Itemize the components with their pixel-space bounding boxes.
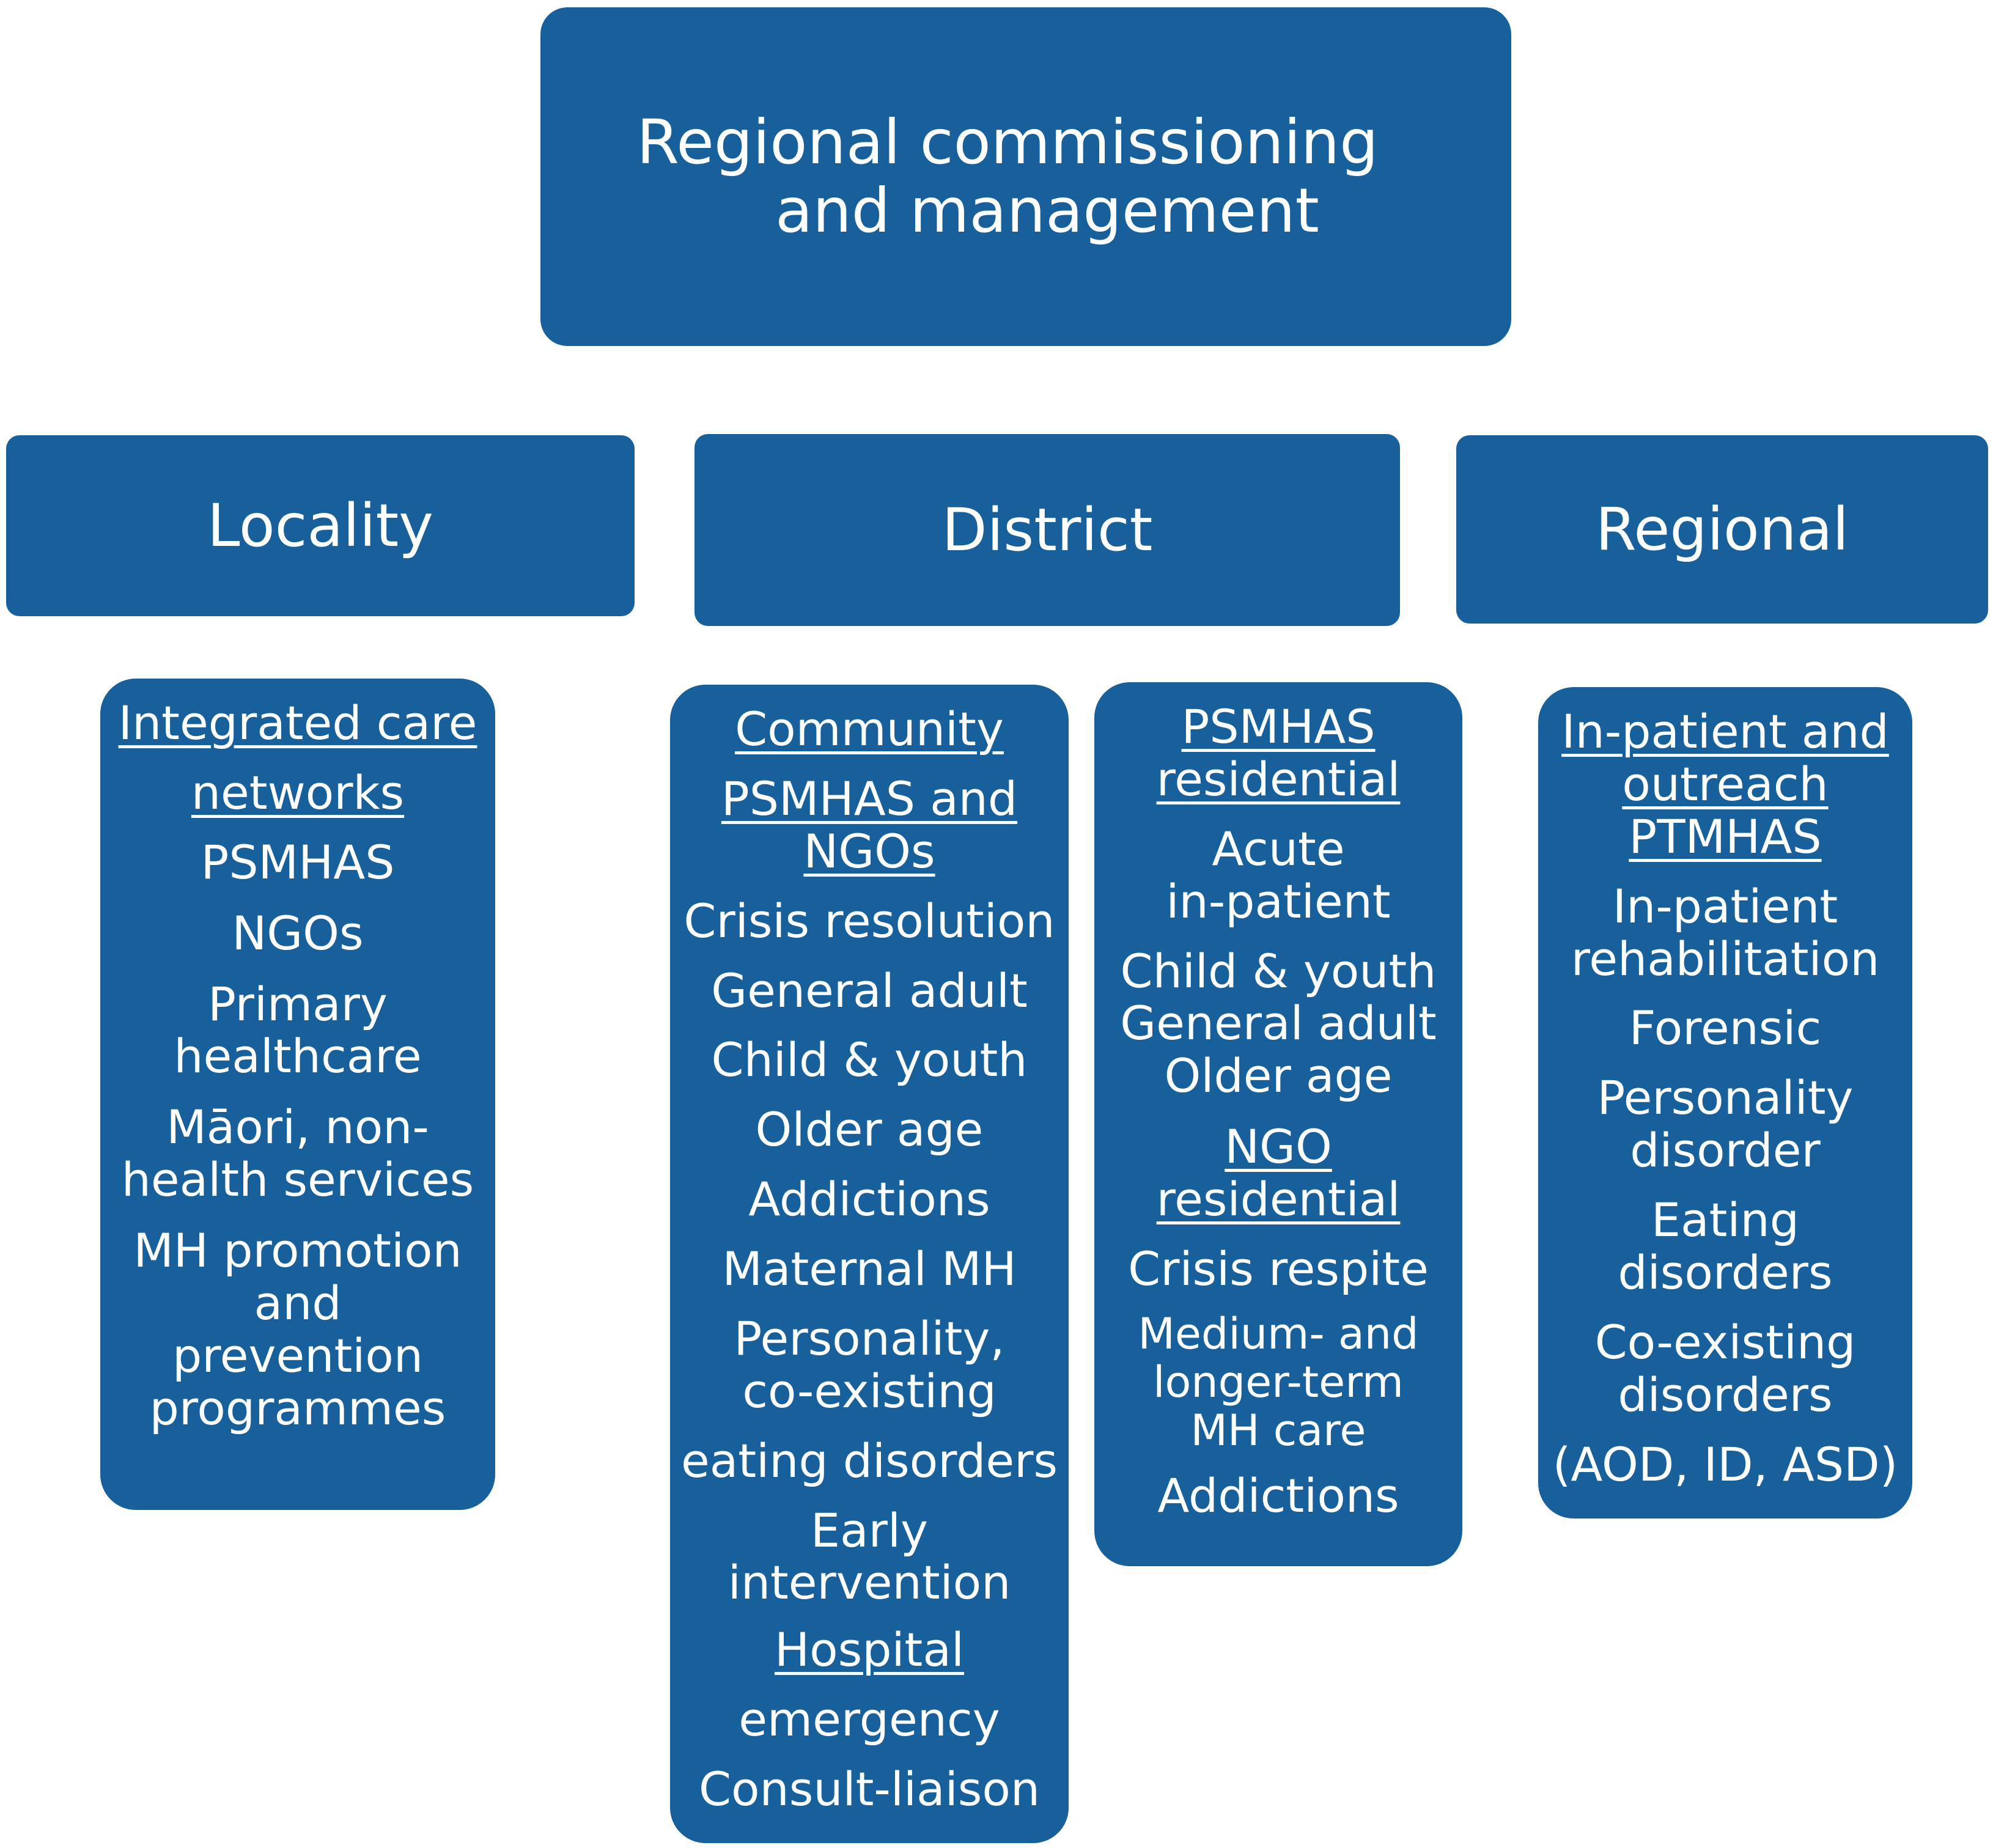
residential-heading-line2: residential [1156,751,1401,806]
regional-item: Forensic [1629,1001,1822,1056]
community-heading-line2: PSMHAS and [721,771,1018,826]
regional-item: Co-existing disorders [1594,1314,1856,1422]
regional-heading-line3: PTMHAS [1629,809,1822,864]
locality-item: NGOs [232,905,364,960]
tier-locality: Locality [6,435,635,616]
community-heading-line3: NGOs [803,823,935,878]
community-psmhas-box: Community PSMHAS and NGOs Crisis resolut… [670,685,1069,1843]
residential-heading-line1: PSMHAS [1181,699,1376,754]
locality-item: Primary healthcare [174,976,422,1084]
ngo-item: Crisis respite [1128,1241,1429,1296]
tier-regional: Regional [1456,435,1988,624]
regional-heading-line2: outreach [1622,756,1829,811]
locality-item: MH promotion and prevention programmes [133,1223,462,1435]
community-item: Addictions [748,1172,990,1227]
locality-item: PSMHAS [201,834,395,889]
integrated-care-networks-box: Integrated care networks PSMHAS NGOs Pri… [100,679,495,1510]
residential-item: Child & youth General adult Older age [1120,943,1437,1103]
community-heading-line1: Community [735,702,1004,756]
ngo-heading-line2: residential [1156,1172,1401,1226]
locality-item: Māori, non- health services [121,1100,474,1207]
hospital-heading: Hospital [774,1622,965,1677]
regional-heading-line1: In-patient and [1561,704,1889,759]
community-item: Personality, co-existing [734,1311,1005,1418]
regional-item: In-patient rehabilitation [1571,878,1880,986]
in-patient-outreach-box: In-patient and outreach PTMHAS In-patien… [1538,687,1912,1519]
community-item: Child & youth [711,1033,1028,1088]
regional-commissioning-box: Regional commissioning and management [540,7,1511,346]
residential-item: Acute in-patient [1166,821,1391,929]
community-item: Crisis resolution [683,893,1055,948]
ngo-item: Medium- and longer-term MH care [1138,1308,1419,1456]
regional-item: Personality disorder [1597,1070,1854,1178]
locality-heading-line2: networks [191,765,405,820]
ngo-item: Addictions [1157,1468,1399,1523]
hospital-item: emergency [739,1692,1000,1747]
community-item: Early intervention [728,1503,1011,1610]
community-item: Older age [755,1102,984,1157]
community-item: eating disorders [680,1433,1058,1488]
ngo-heading-line1: NGO [1225,1119,1332,1174]
community-item: Maternal MH [722,1242,1017,1296]
top-title-line2: and management [775,175,1319,246]
tier-district: District [694,434,1400,626]
tier-regional-label: Regional [1595,495,1849,564]
tier-district-label: District [941,496,1153,564]
locality-heading-line1: Integrated care [118,696,477,750]
hospital-item: Consult-liaison [698,1762,1040,1816]
regional-item: (AOD, ID, ASD) [1552,1437,1898,1492]
regional-item: Eating disorders [1618,1193,1833,1300]
community-item: General adult [711,963,1028,1018]
tier-locality-label: Locality [207,491,433,560]
top-title-line1: Regional commissioning [636,106,1379,178]
psmhas-residential-box: PSMHAS residential Acute in-patient Chil… [1094,682,1462,1566]
